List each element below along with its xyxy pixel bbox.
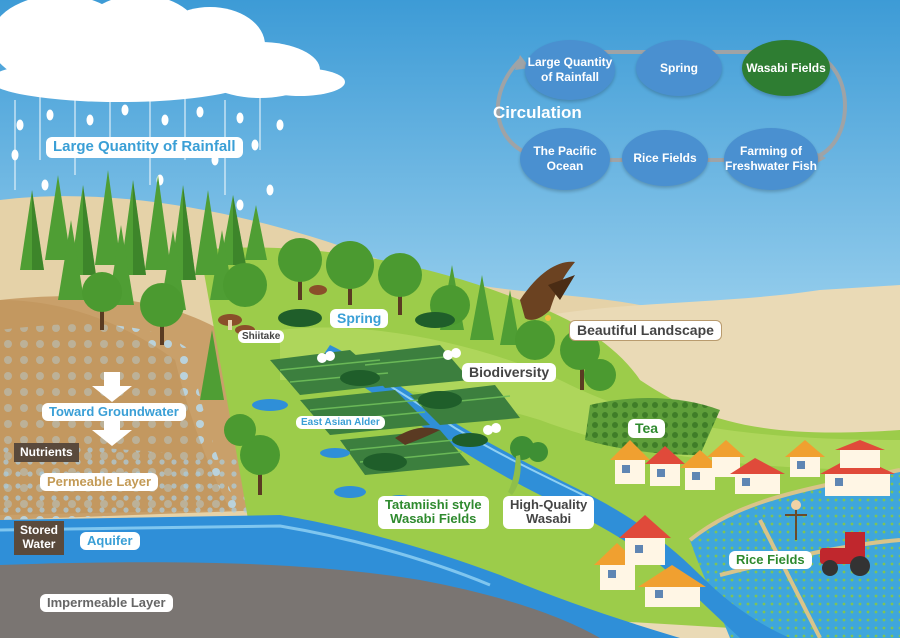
label-aquifer: Aquifer bbox=[80, 532, 140, 551]
scarecrow bbox=[785, 500, 807, 540]
node-label: The Pacific Ocean bbox=[533, 144, 597, 173]
node-label: Rice Fields bbox=[633, 150, 697, 165]
node-label: Spring bbox=[660, 60, 698, 75]
label-high-quality-wasabi: High-Quality Wasabi bbox=[503, 496, 595, 529]
label-stored-line1: Stored bbox=[20, 523, 59, 537]
cycle-node-rainfall: Large Quantity of Rainfall bbox=[525, 40, 615, 100]
cloud bbox=[0, 0, 345, 102]
label-rice-fields: Rice Fields bbox=[729, 551, 812, 570]
label-tea: Tea bbox=[628, 419, 666, 439]
label-toward-groundwater: Toward Groundwater bbox=[42, 403, 186, 422]
eagle bbox=[520, 261, 575, 321]
node-label: Wasabi Fields bbox=[746, 60, 826, 75]
label-east-asian-alder: East Asian Alder bbox=[296, 416, 385, 429]
label-quality-line2: Wasabi bbox=[526, 511, 572, 527]
label-nutrients: Nutrients bbox=[14, 443, 79, 463]
label-biodiversity: Biodiversity bbox=[462, 363, 557, 383]
label-rainfall: Large Quantity of Rainfall bbox=[46, 137, 243, 158]
cycle-node-spring: Spring bbox=[636, 40, 722, 96]
cycle-node-pacific-ocean: The Pacific Ocean bbox=[520, 128, 610, 190]
cycle-node-rice-fields: Rice Fields bbox=[622, 130, 708, 186]
label-tatamiishi-line1: Tatamiishi style bbox=[385, 497, 482, 512]
broadleaf-trees bbox=[82, 238, 616, 495]
cycle-node-fish-farming: Farming of Freshwater Fish bbox=[724, 128, 818, 190]
label-impermeable-layer: Impermeable Layer bbox=[40, 594, 173, 613]
tractor bbox=[820, 532, 870, 576]
houses bbox=[594, 440, 895, 607]
cycle-title: Circulation bbox=[493, 103, 582, 122]
label-quality-line1: High-Quality bbox=[510, 497, 588, 512]
label-spring: Spring bbox=[330, 309, 389, 329]
raindrops bbox=[11, 104, 284, 211]
label-tatamiishi-fields: Tatamiishi style Wasabi Fields bbox=[378, 496, 489, 529]
node-label: Farming of Freshwater Fish bbox=[724, 144, 818, 173]
wasabi-plant bbox=[508, 436, 548, 495]
label-tatamiishi-line2: Wasabi Fields bbox=[390, 511, 477, 527]
butterflies bbox=[317, 348, 501, 435]
label-landscape: Beautiful Landscape bbox=[569, 320, 722, 342]
node-label: Large Quantity of Rainfall bbox=[527, 55, 613, 84]
cycle-node-wasabi-fields: Wasabi Fields bbox=[742, 40, 830, 96]
alder-trees bbox=[278, 309, 488, 471]
label-permeable-layer: Permeable Layer bbox=[40, 473, 159, 492]
salamander bbox=[395, 427, 440, 445]
label-stored-line2: Water bbox=[22, 536, 56, 551]
label-shiitake: Shiitake bbox=[238, 330, 285, 343]
label-stored-water: Stored Water bbox=[14, 521, 65, 555]
